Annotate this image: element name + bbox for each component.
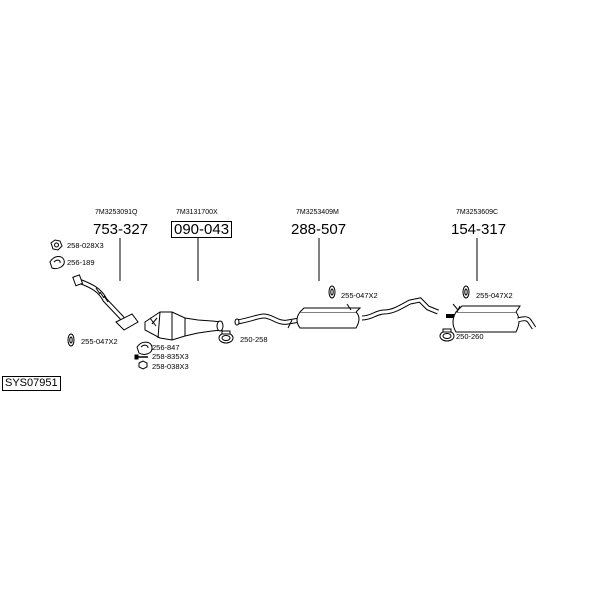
accessory-label[interactable]: 250-258 [240,335,268,344]
accessory-label[interactable]: 256-189 [67,258,95,267]
accessory-label[interactable]: 255-047X2 [81,337,118,346]
hex-nut-icon [50,239,63,251]
part-number-middle-silencer[interactable]: 288-507 [291,221,347,238]
accessory-label[interactable]: 256-847 [152,343,180,352]
catalyst-drawing [144,311,224,341]
oem-number-middle-silencer: 7M3253409M [296,209,339,216]
hanger-rubber-icon [462,285,470,299]
clamp-icon [439,328,455,342]
oem-number-catalyst: 7M3131700X [176,209,218,216]
accessory-label[interactable]: 258-038X3 [152,362,189,371]
part-number-front-pipe[interactable]: 753-327 [93,221,149,238]
oem-number-rear-silencer: 7M3253609C [456,209,499,216]
bolt-icon [134,354,148,360]
accessory-label[interactable]: 255-047X2 [341,291,378,300]
rear-silencer-drawing [446,303,537,333]
accessory-label[interactable]: 258-835X3 [152,352,189,361]
gasket-ring-icon [49,256,65,269]
part-number-catalyst[interactable]: 090-043 [171,221,233,238]
front-pipe-drawing [72,274,139,331]
hanger-rubber-icon [67,333,75,347]
middle-silencer-drawing [234,297,439,329]
clamp-icon [218,330,234,344]
accessory-label[interactable]: 258-028X3 [67,241,104,250]
oem-number-front-pipe: 7M3253091Q [95,209,138,216]
accessory-label[interactable]: 250-260 [456,332,484,341]
nut-icon [138,360,148,370]
gasket-icon [136,341,153,355]
part-number-rear-silencer[interactable]: 154-317 [451,221,507,238]
hex-nut-hole-icon [54,242,59,248]
accessory-label[interactable]: 255-047X2 [476,291,513,300]
system-code-badge: SYS07951 [2,376,61,391]
hanger-rubber-icon [328,285,336,299]
